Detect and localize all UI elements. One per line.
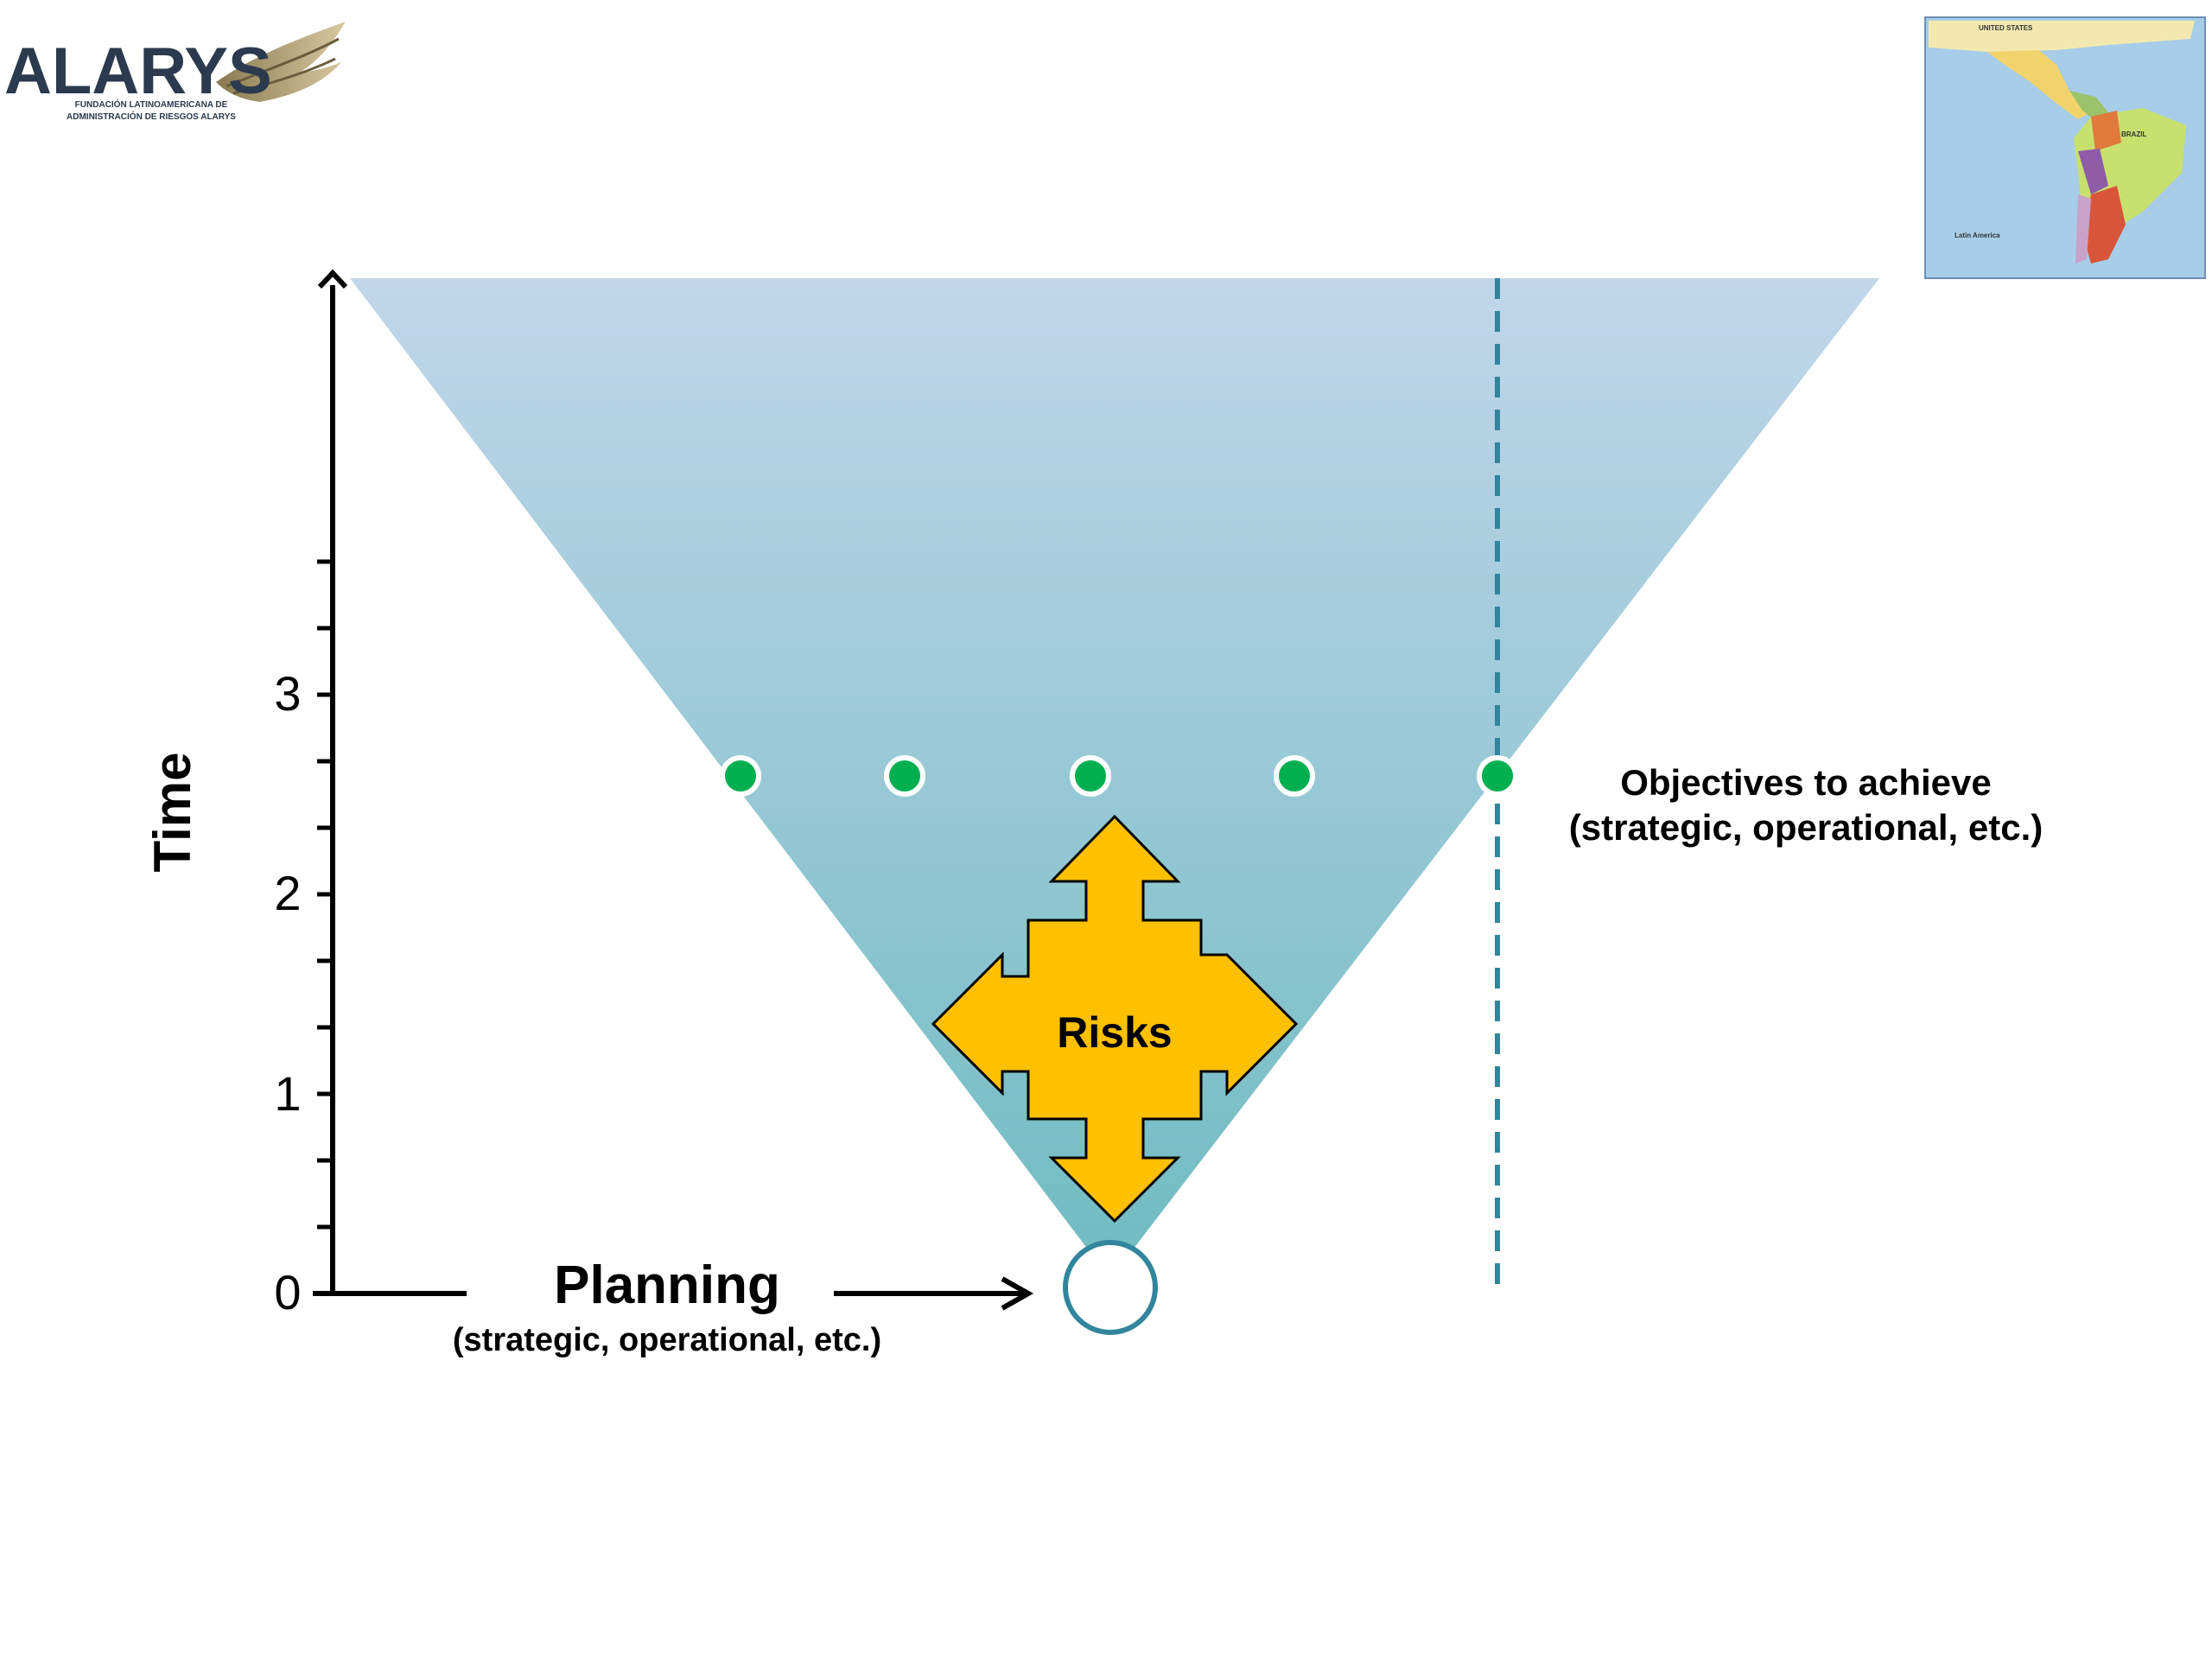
objective-dots — [720, 755, 1518, 797]
tick-label-1: 1 — [274, 1066, 301, 1121]
tick-label-2: 2 — [274, 866, 301, 920]
planning-start-circle — [1063, 1240, 1158, 1335]
map-caption: Latin America — [1955, 232, 2000, 239]
time-axis: 0 1 2 3 Time — [143, 269, 467, 1319]
planning-arrow-head — [1001, 1276, 1034, 1311]
tick-label-3: 3 — [274, 666, 301, 721]
latin-america-map: UNITED STATES BRAZIL Latin America — [1924, 16, 2206, 279]
logo-name: ALARYS — [4, 35, 272, 108]
planning-title: Planning — [554, 1255, 780, 1315]
time-axis-minor-ticks — [317, 559, 333, 1296]
objectives-title: Objectives to achieve — [1620, 762, 1992, 803]
time-axis-label: Time — [143, 753, 201, 873]
logo-subtitle-line1: FUNDACIÓN LATINOAMERICANA DE — [75, 99, 228, 110]
risks-label: Risks — [1057, 1008, 1172, 1057]
objective-dot — [1274, 755, 1315, 797]
risks-cross-arrow — [931, 814, 1299, 1224]
objective-dot — [1070, 755, 1111, 797]
logo-subtitle-line2: ADMINISTRACIÓN DE RIESGOS ALARYS — [67, 111, 236, 122]
tick-label-0: 0 — [274, 1265, 301, 1319]
map-label-south: BRAZIL — [2121, 130, 2146, 138]
objective-dot — [1477, 755, 1518, 797]
objective-dot — [720, 755, 761, 797]
alarys-logo: ALARYS FUNDACIÓN LATINOAMERICANA DE ADMI… — [4, 22, 346, 122]
planning-subtitle: (strategic, operational, etc.) — [453, 1322, 881, 1358]
objectives-subtitle: (strategic, operational, etc.) — [1569, 807, 2043, 848]
time-axis-arrowhead — [317, 269, 348, 289]
objective-dot — [884, 755, 925, 797]
wing-icon — [216, 22, 346, 102]
map-label-north: UNITED STATES — [1979, 24, 2033, 32]
